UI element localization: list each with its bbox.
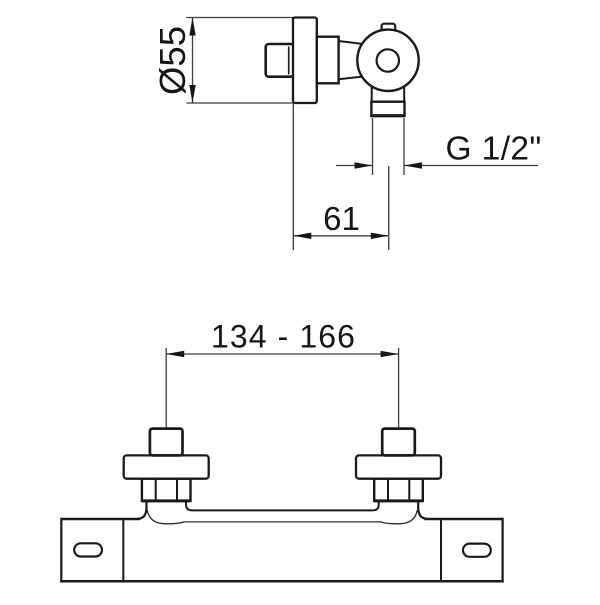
svg-text:134 - 166: 134 - 166 (211, 319, 356, 355)
svg-text:61: 61 (323, 200, 360, 237)
svg-text:G 1/2": G 1/2" (446, 131, 542, 168)
svg-text:Ø55: Ø55 (152, 26, 193, 95)
